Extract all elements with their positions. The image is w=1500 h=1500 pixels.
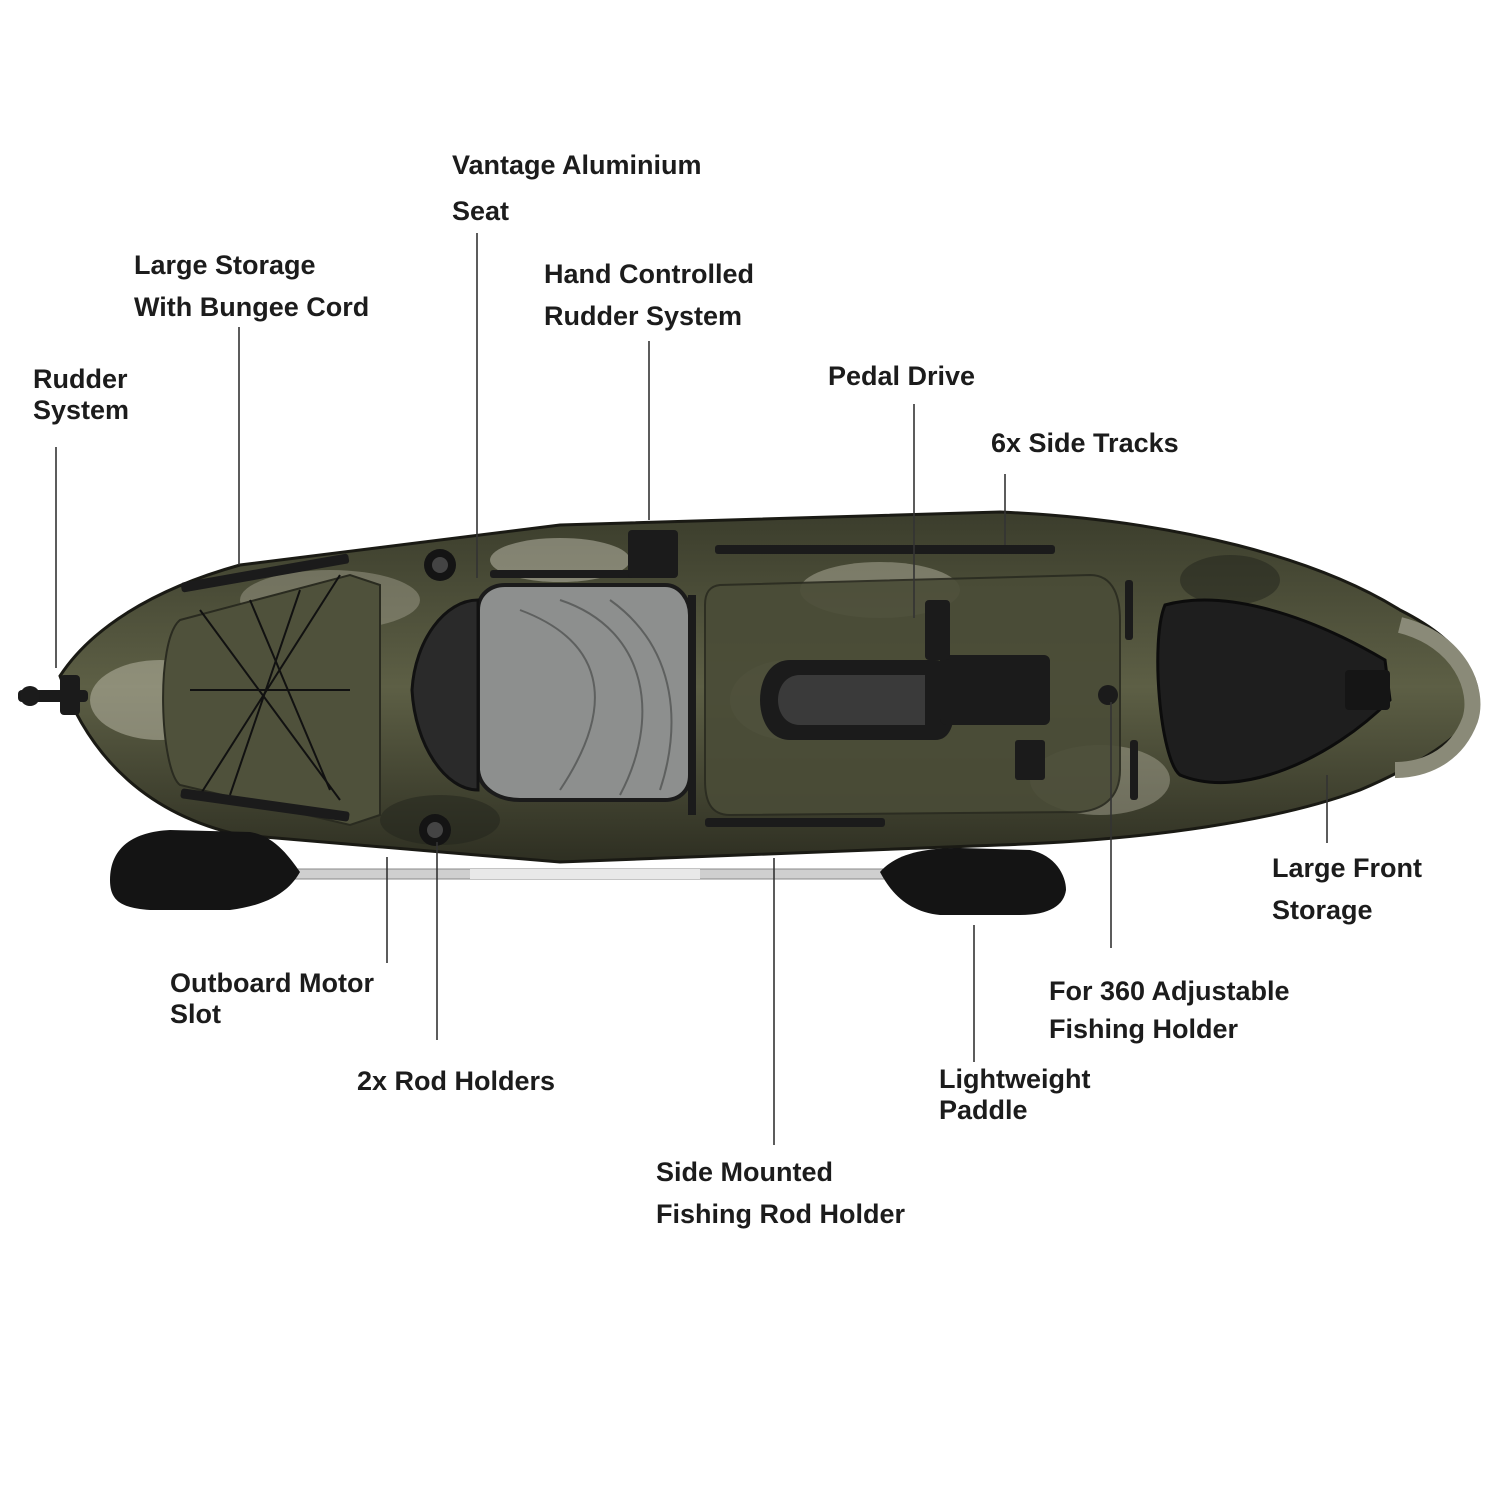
adjustable-holder-mount xyxy=(1098,685,1118,705)
callout-large-front-storage: Large Front Storage xyxy=(1272,853,1423,925)
callout-side-rod-holder: Side Mounted Fishing Rod Holder xyxy=(656,1157,905,1229)
rod-holders xyxy=(419,549,456,846)
seat xyxy=(410,583,696,815)
leader-lines xyxy=(55,233,1328,1145)
pedal-drive xyxy=(760,600,1050,780)
callout-side-tracks: 6x Side Tracks xyxy=(991,428,1179,458)
callout-rod-holders: 2x Rod Holders xyxy=(357,1066,556,1096)
callout-lightweight-paddle: Lightweight Paddle xyxy=(939,1064,1091,1125)
front-storage-hatch xyxy=(1156,598,1392,785)
paddle xyxy=(110,830,1066,915)
front-hatch-latch xyxy=(1345,670,1390,710)
callout-rudder-system: Rudder System xyxy=(33,364,130,425)
rear-rudder xyxy=(18,675,88,715)
callout-large-storage-bungee: Large Storage With Bungee Cord xyxy=(134,250,370,322)
callout-pedal-drive: Pedal Drive xyxy=(828,361,976,391)
callout-outboard-slot: Outboard Motor Slot xyxy=(170,968,374,1029)
bungee-cord xyxy=(190,574,350,801)
callout-adjustable-holder: For 360 Adjustable Fishing Holder xyxy=(1049,976,1290,1044)
callout-hand-rudder: Hand Controlled Rudder System xyxy=(544,259,754,331)
callout-vantage-seat: Vantage Aluminium Seat xyxy=(452,150,702,226)
side-tracks xyxy=(180,545,1138,827)
hand-rudder-control xyxy=(628,530,678,578)
